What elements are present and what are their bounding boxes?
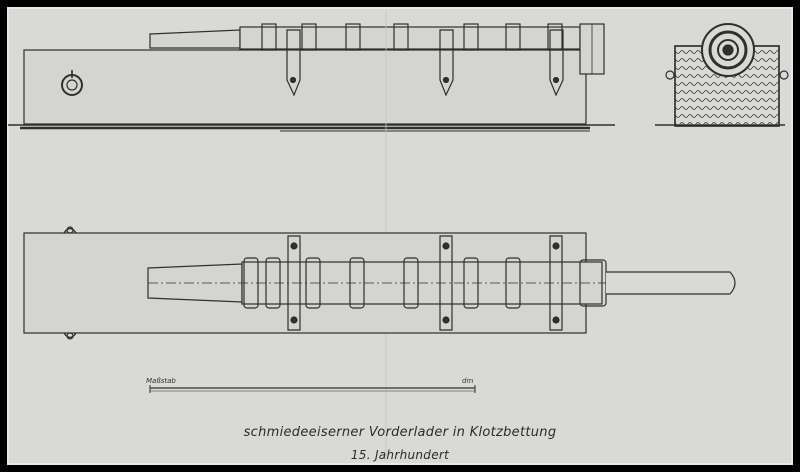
side-view xyxy=(8,10,615,460)
plan-view xyxy=(23,226,736,340)
plan-view-straps xyxy=(287,235,563,331)
front-view xyxy=(655,23,789,127)
scale-label-right: dm xyxy=(462,377,474,385)
scale-bar xyxy=(149,385,476,393)
side-view-block xyxy=(23,49,587,125)
drawing-caption-date: 15. Jahrhundert xyxy=(350,448,450,462)
plan-view-rammer xyxy=(606,271,736,295)
drawing-caption-title: schmiedeeiserner Vorderlader in Klotzbet… xyxy=(243,425,557,440)
side-view-straps xyxy=(286,29,564,97)
side-view-hoops xyxy=(261,23,563,51)
scale-label-left: Maßstab xyxy=(146,377,176,385)
